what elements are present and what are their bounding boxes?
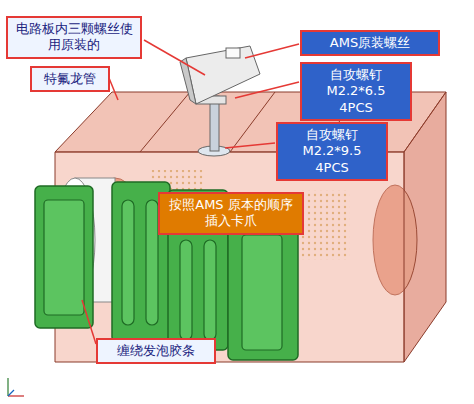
label-text: 自攻螺钉 M2.2*9.5 4PCS xyxy=(284,127,380,176)
label-text: 按照AMS 原本的顺序 插入卡爪 xyxy=(166,197,296,230)
device-port xyxy=(226,48,240,58)
part-label-box: 自攻螺钉 M2.2*9.5 4PCS xyxy=(276,122,388,181)
label-text: 电路板内三颗螺丝使用原装的 xyxy=(14,21,134,54)
part-label-box: 特氟龙管 xyxy=(30,66,110,92)
label-text: AMS原装螺丝 xyxy=(308,35,432,51)
label-text: 缠绕发泡胶条 xyxy=(104,343,208,359)
part-label-box: 缠绕发泡胶条 xyxy=(96,338,216,364)
housing-front xyxy=(55,152,404,362)
note-box: 电路板内三颗螺丝使用原装的 xyxy=(6,16,142,59)
part-label-box: AMS原装螺丝 xyxy=(300,30,440,56)
label-text: 特氟龙管 xyxy=(38,71,102,87)
label-text: 自攻螺钉 M2.2*6.5 4PCS xyxy=(308,67,404,116)
part-label-box: 自攻螺钉 M2.2*6.5 4PCS xyxy=(300,62,412,121)
axis-triad xyxy=(8,378,24,396)
top-device xyxy=(186,46,260,104)
instruction-box: 按照AMS 原本的顺序 插入卡爪 xyxy=(158,192,304,235)
